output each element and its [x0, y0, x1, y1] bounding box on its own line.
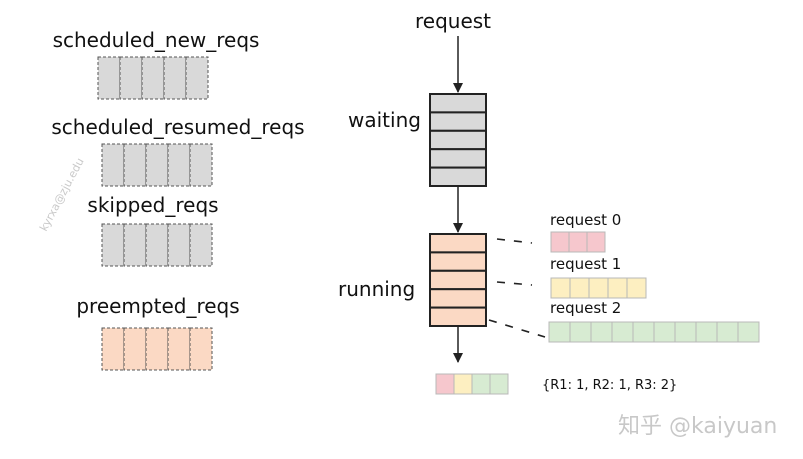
scheduled-new-reqs-slot — [97, 56, 121, 100]
scheduled-resumed-reqs-queue — [101, 143, 213, 187]
scheduled-new-reqs-slot — [185, 56, 209, 100]
skipped-reqs-queue — [101, 223, 213, 267]
request-1-block — [569, 277, 590, 299]
scheduled-resumed-reqs-slot — [123, 143, 147, 187]
scheduled-new-reqs-label: scheduled_new_reqs — [53, 28, 260, 52]
request-1-label: request 1 — [550, 255, 621, 273]
waiting-queue-slot — [429, 148, 487, 169]
skipped-reqs-slot — [123, 223, 147, 267]
running-queue-stack — [429, 233, 487, 328]
scheduled-new-reqs-queue — [97, 56, 209, 100]
waiting-queue-slot — [429, 111, 487, 132]
preempted-reqs-slot — [189, 327, 213, 371]
request-2-blocks — [548, 321, 760, 343]
preempted-reqs-slot — [123, 327, 147, 371]
request-2-label: request 2 — [550, 299, 621, 317]
scheduled-resumed-reqs-slot — [101, 143, 125, 187]
request-2-block — [632, 321, 655, 343]
request-0-blocks — [550, 231, 606, 253]
scheduled-resumed-reqs-slot — [189, 143, 213, 187]
output-block — [435, 373, 455, 395]
waiting-queue-stack — [429, 93, 487, 188]
preempted-reqs-queue — [101, 327, 213, 371]
preempted-reqs-slot — [167, 327, 191, 371]
running-queue-slot — [429, 306, 487, 328]
output-block — [453, 373, 473, 395]
preempted-reqs-label: preempted_reqs — [76, 294, 239, 318]
connector-request-2 — [488, 319, 546, 338]
preempted-reqs-slot — [145, 327, 169, 371]
waiting-queue-slot — [429, 93, 487, 114]
output-label: {R1: 1, R2: 1, R3: 2} — [542, 378, 677, 393]
running-queue-slot — [429, 251, 487, 272]
scheduled-new-reqs-slot — [163, 56, 187, 100]
preempted-reqs-slot — [101, 327, 125, 371]
request-2-block — [737, 321, 760, 343]
request-1-block — [588, 277, 609, 299]
request-2-block — [716, 321, 739, 343]
skipped-reqs-label: skipped_reqs — [87, 193, 218, 217]
running-label: running — [338, 277, 415, 301]
skipped-reqs-slot — [145, 223, 169, 267]
request-2-block — [569, 321, 592, 343]
request-2-block — [653, 321, 676, 343]
request-label: request — [415, 9, 491, 33]
diagonal-watermark: kyrxa@zju.edu — [37, 156, 87, 234]
brand-watermark: 知乎 @kaiyuan — [618, 414, 777, 439]
output-block — [489, 373, 509, 395]
scheduled-resumed-reqs-slot — [145, 143, 169, 187]
request-2-block — [674, 321, 697, 343]
request-0-label: request 0 — [550, 211, 621, 229]
scheduled-resumed-reqs-slot — [167, 143, 191, 187]
running-queue-slot — [429, 233, 487, 254]
request-1-block — [550, 277, 571, 299]
connector-request-1 — [496, 281, 533, 286]
skipped-reqs-slot — [189, 223, 213, 267]
request-0-block — [550, 231, 570, 253]
request-1-block — [626, 277, 647, 299]
request-0-block — [586, 231, 606, 253]
output-block — [471, 373, 491, 395]
running-queue-slot — [429, 269, 487, 291]
scheduled-resumed-reqs-label: scheduled_resumed_reqs — [51, 115, 304, 139]
skipped-reqs-slot — [101, 223, 125, 267]
request-1-blocks — [550, 277, 647, 299]
request-2-block — [611, 321, 634, 343]
scheduled-new-reqs-slot — [141, 56, 165, 100]
connector-request-0 — [496, 238, 533, 244]
request-0-block — [568, 231, 588, 253]
request-2-block — [590, 321, 613, 343]
waiting-queue-slot — [429, 166, 487, 188]
waiting-label: waiting — [348, 108, 421, 132]
request-2-block — [548, 321, 571, 343]
request-1-block — [607, 277, 628, 299]
output-blocks — [435, 373, 509, 395]
skipped-reqs-slot — [167, 223, 191, 267]
scheduled-new-reqs-slot — [119, 56, 143, 100]
waiting-queue-slot — [429, 129, 487, 151]
running-queue-slot — [429, 288, 487, 309]
request-2-block — [695, 321, 718, 343]
